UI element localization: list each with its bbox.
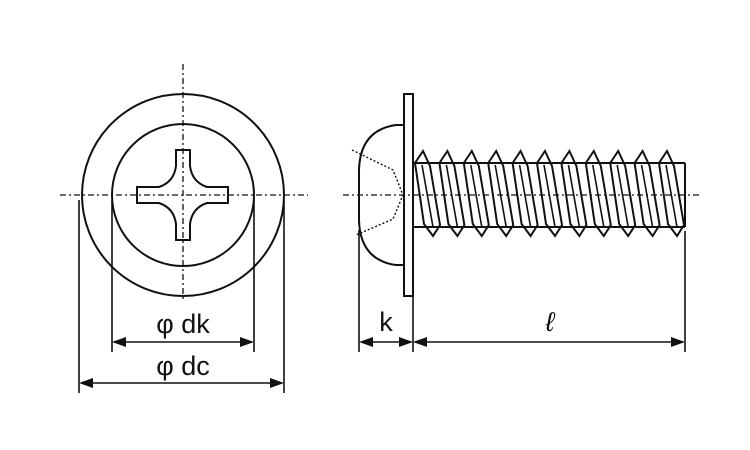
arrow-head [399, 337, 413, 347]
thread-crest [487, 148, 515, 238]
thread-helix-line [518, 164, 532, 228]
thread-helix-line [567, 164, 581, 228]
thread-crest [560, 148, 588, 238]
thread-crest [609, 148, 637, 238]
arrow-head [270, 378, 284, 388]
thread-helix-line [470, 164, 483, 228]
phillips-cross-recess [136, 149, 229, 241]
arrow-head [671, 337, 685, 347]
thread-crest [413, 148, 442, 238]
thread-helix-line [445, 164, 459, 228]
thread-helix-line [421, 164, 434, 228]
screw-head [358, 124, 404, 266]
thread-crest [657, 148, 686, 238]
thread-crest [584, 148, 612, 238]
arrow-head [112, 337, 126, 347]
thread-helix-line [543, 164, 556, 228]
thread-crest [511, 148, 539, 238]
thread-crest [535, 148, 564, 238]
washer-outer-circle [81, 93, 285, 297]
recess-hidden-line [351, 149, 404, 236]
k-label: k [379, 307, 393, 337]
arrow-head [79, 378, 93, 388]
top-view: φ dk φ dc [60, 64, 308, 393]
arrow-head [359, 337, 373, 347]
thread-crest [438, 148, 466, 238]
thread-helix-line [592, 164, 605, 228]
washer-flange [403, 93, 414, 297]
thread-crest [633, 148, 661, 238]
head-circle [111, 123, 255, 267]
thread-helix-line [494, 164, 507, 228]
dc-label: φ dc [156, 351, 210, 381]
thread-helix-line [665, 164, 678, 228]
side-view: k ℓ [343, 93, 700, 352]
arrow-head [413, 337, 427, 347]
thread-body [413, 148, 686, 238]
arrow-head [240, 337, 254, 347]
dk-label: φ dk [156, 309, 210, 339]
l-label: ℓ [545, 307, 556, 337]
thread-helix-line [640, 164, 654, 228]
thread-crest [462, 148, 490, 238]
thread-helix-line [616, 164, 629, 228]
